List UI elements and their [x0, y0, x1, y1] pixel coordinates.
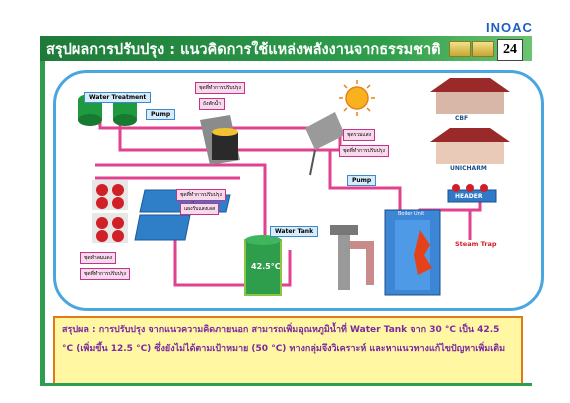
- page-title: สรุปผลการปรับปรุง : แนวคิดการใช้แหล่งพลั…: [46, 42, 441, 58]
- steam-trap-label: Steam Trap: [455, 240, 497, 248]
- factory-cbf: [430, 78, 510, 114]
- summary-text: สรุปผล : การปรับปรุง จากแนวความคิดภายนอก…: [62, 325, 506, 354]
- boiler-label: Boiler Unit: [398, 211, 425, 217]
- boiler: [384, 209, 441, 296]
- coil-label: ชุดทำลมแดง: [80, 252, 117, 264]
- cbf-label: CBF: [455, 115, 469, 122]
- solar-concentrator: [305, 112, 345, 176]
- chimney: [330, 225, 374, 290]
- solar-cells-label: แผงรับแสงเลส: [180, 203, 219, 215]
- page-number: 24: [497, 39, 523, 61]
- pump-right-label: Pump: [347, 175, 377, 186]
- improvement-tag-solar: ชุดที่ทำการปรับปรุง: [339, 145, 389, 157]
- water-treatment-label: Water Treatment: [84, 92, 152, 103]
- brand-logo: INOAC: [486, 20, 533, 35]
- footer-line: [40, 383, 532, 386]
- factory-unicharm: [430, 128, 510, 164]
- roof-water-tank: [200, 115, 240, 165]
- water-tank: [244, 235, 282, 296]
- roof-tank-label: ถังพักน้ำ: [199, 98, 226, 110]
- tank-temperature: 42.5°C: [251, 262, 281, 271]
- improvement-tag-coils: ชุดที่ทำการปรับปรุง: [80, 268, 130, 280]
- header-label: HEADER: [455, 193, 483, 200]
- improvement-tag-roof: ชุดที่ทำการปรับปรุง: [195, 82, 245, 94]
- heating-coil-units: [92, 180, 128, 243]
- solar-label: ชุดรวมแสง: [343, 129, 376, 141]
- left-stripe: [40, 61, 45, 383]
- water-tank-label: Water Tank: [270, 226, 319, 237]
- sun-icon: [339, 80, 375, 116]
- next-slide-button[interactable]: [472, 41, 494, 57]
- prev-slide-button[interactable]: [449, 41, 471, 57]
- water-treatment-tanks: [78, 94, 137, 126]
- unicharm-label: UNICHARM: [450, 165, 487, 172]
- steam-header: [447, 184, 497, 203]
- pump-top-label: Pump: [146, 109, 176, 120]
- improvement-tag-panels: ชุดที่ทำการปรับปรุง: [176, 189, 226, 201]
